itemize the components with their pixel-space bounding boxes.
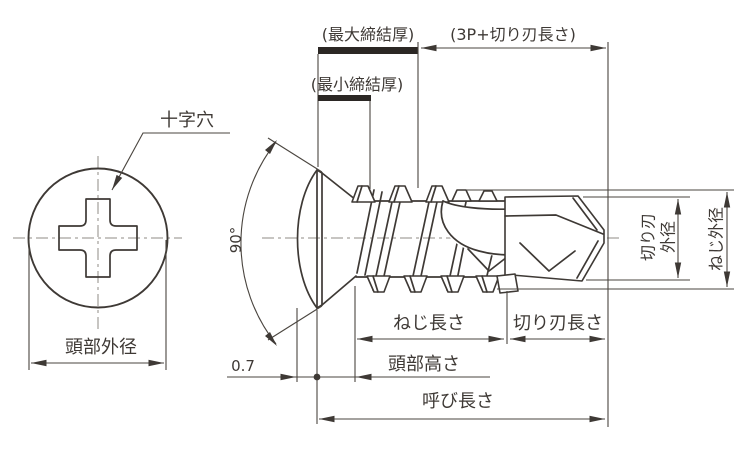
thread-od-label: ねじ外径 xyxy=(707,207,726,271)
threaded-shank xyxy=(351,185,513,293)
head-dome-arc xyxy=(296,169,318,309)
nominal-length-label: 呼び長さ xyxy=(422,391,494,412)
leader-cross-recess: 十字穴 xyxy=(111,110,230,191)
thread-crest-top xyxy=(425,185,450,203)
thread-flanks xyxy=(356,189,499,291)
dim-cutting-edge-length: 切り刃長さ xyxy=(510,313,605,343)
dim-max-fastening-thickness: (最大締結厚) xyxy=(317,25,418,167)
dim-3p-plus-cutting-edge-length: (3P+切り刃長さ) xyxy=(417,25,609,427)
thread-crest-line xyxy=(372,275,379,293)
min-fastening-thickness-label: (最小締結厚) xyxy=(311,75,404,94)
cutting-edge-od-label-line1: 切り刃 xyxy=(639,213,658,261)
min-fastening-bar xyxy=(318,95,371,101)
flute-hook xyxy=(467,248,508,272)
thread-crest-bottom xyxy=(475,275,500,293)
thread-crest-line xyxy=(356,185,363,203)
drill-body xyxy=(504,195,605,282)
flute-exit-tab xyxy=(496,273,519,294)
angle-arrow-top xyxy=(265,140,277,154)
dim-thread-length: ねじ長さ xyxy=(354,286,508,382)
countersink-angle-label: 90° xyxy=(227,227,245,254)
flute-lower-curve xyxy=(440,200,512,256)
three-p-cutting-edge-length-label: (3P+切り刃長さ) xyxy=(450,25,576,44)
thread-crest-bottom xyxy=(366,275,391,293)
head-cone-lower-edge xyxy=(321,275,357,306)
head-circle xyxy=(27,167,169,309)
dim-cutting-edge-outer-diameter: 切り刃 外径 xyxy=(583,196,690,281)
drill-lip-lower xyxy=(576,240,599,279)
max-fastening-thickness-label: (最大締結厚) xyxy=(322,25,415,44)
flute-fill xyxy=(440,201,511,257)
angle-extension-upper xyxy=(267,137,323,173)
head-rim-caps xyxy=(316,169,323,309)
flute-upper-curve xyxy=(442,200,512,211)
thread-crest-line xyxy=(393,185,400,203)
thread-crest-top xyxy=(388,185,413,203)
max-fastening-bar xyxy=(318,47,418,54)
thread-crest-top xyxy=(351,185,376,203)
dim-thread-outer-diameter: ねじ外径 xyxy=(466,189,734,290)
dim-nominal-length: 呼び長さ xyxy=(319,391,605,423)
cross-recess-label: 十字穴 xyxy=(160,110,214,131)
dimension-dot xyxy=(313,373,321,381)
head-cone-upper-edge xyxy=(321,172,357,201)
drill-facet-upper xyxy=(504,214,604,235)
screw-head xyxy=(296,169,357,309)
angle-extension-lower xyxy=(267,305,323,341)
side-view-screw xyxy=(296,169,605,309)
centerlines xyxy=(13,156,620,330)
head-height-offset-value: 0.7 xyxy=(231,357,255,375)
thread-crest-top-small xyxy=(478,190,498,202)
head-height-label: 頭部高さ xyxy=(388,354,460,375)
thread-crest-bottom xyxy=(440,275,465,293)
thread-crest-line xyxy=(481,275,488,293)
cutting-edge-length-label: 切り刃長さ xyxy=(513,313,603,334)
dim-countersink-angle: 90° xyxy=(227,137,323,346)
dim-head-height: 0.7 頭部高さ xyxy=(227,308,490,424)
angle-arrow-bottom xyxy=(265,332,277,346)
drill-point xyxy=(496,195,605,294)
phillips-cross-recess xyxy=(58,198,138,278)
front-view xyxy=(27,167,169,309)
cutting-edge-od-label-line2: 外径 xyxy=(659,221,678,253)
head-outer-diameter-label: 頭部外径 xyxy=(65,337,137,358)
dim-head-outer-diameter: 頭部外径 xyxy=(28,240,167,370)
thread-crest-line xyxy=(430,185,437,203)
dim-min-fastening-thickness: (最小締結厚) xyxy=(311,75,404,189)
drill-groove xyxy=(519,242,576,272)
thread-crest-line xyxy=(409,275,416,293)
leader-line xyxy=(111,132,230,191)
drill-lip-upper xyxy=(572,197,598,231)
angle-arc xyxy=(240,141,277,345)
thread-crest-top-small xyxy=(451,189,472,202)
thread-length-label: ねじ長さ xyxy=(393,313,465,334)
thread-crest-line xyxy=(446,275,453,293)
thread-crest-bottom xyxy=(403,275,428,293)
